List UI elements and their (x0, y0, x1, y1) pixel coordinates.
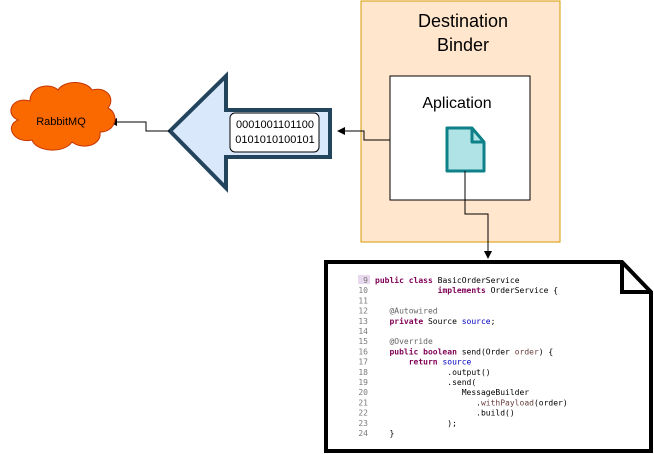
connector-message-to-broker (109, 118, 170, 132)
code-line: .withPayload(order) (375, 398, 568, 407)
application-label: Aplication (422, 95, 491, 112)
code-line-number: 16 (358, 347, 368, 356)
code-line: private Source source; (375, 316, 495, 326)
code-line-number: 22 (358, 409, 368, 418)
code-line: .output() (375, 368, 491, 377)
code-line: .send( (375, 378, 476, 387)
code-line-number: 13 (358, 317, 368, 326)
code-line: .build() (375, 409, 515, 418)
code-line-number: 21 (358, 398, 368, 407)
message-bits-line1: 0001001101100 (236, 119, 314, 131)
message-bits-box (229, 112, 320, 153)
rabbitmq-label: RabbitMQ (36, 116, 86, 128)
code-line: @Override (375, 337, 433, 346)
code-line-number: 9 (363, 276, 368, 285)
binder-title-line1: Destination (418, 11, 508, 31)
code-line-number: 12 (358, 307, 368, 316)
code-line-number: 20 (358, 388, 368, 397)
code-line-number: 14 (358, 327, 368, 336)
code-note (324, 260, 653, 453)
connector-app-to-message (337, 127, 390, 141)
code-line: @Autowired (375, 307, 438, 316)
code-line: MessageBuilder (375, 388, 529, 397)
code-line-number: 19 (358, 378, 368, 387)
code-line: implements OrderService { (375, 285, 558, 295)
code-note-fold (620, 262, 651, 294)
code-line-number: 24 (358, 429, 368, 438)
code-line-number: 15 (358, 337, 368, 346)
code-line: ); (375, 419, 457, 428)
code-line-highlight (358, 275, 370, 284)
code-line-number: 11 (358, 296, 368, 305)
code-line-number: 10 (358, 286, 368, 295)
code-line: return source (375, 358, 472, 367)
code-line-number: 23 (358, 419, 368, 428)
code-line: public class BasicOrderService (375, 275, 520, 285)
code-snippet: 9 public class BasicOrderService 10 implem… (358, 275, 567, 438)
code-line-number: 17 (358, 358, 368, 367)
message-bits-line2: 0101010100101 (235, 134, 315, 146)
document-icon (445, 126, 486, 173)
connector-app-to-code (464, 171, 492, 259)
code-line-number: 18 (358, 368, 368, 377)
code-line: } (375, 429, 394, 438)
rabbitmq-cloud (10, 82, 116, 151)
code-line: public boolean send(Order order) { (375, 346, 553, 356)
binder-title-line2: Binder (437, 35, 489, 55)
